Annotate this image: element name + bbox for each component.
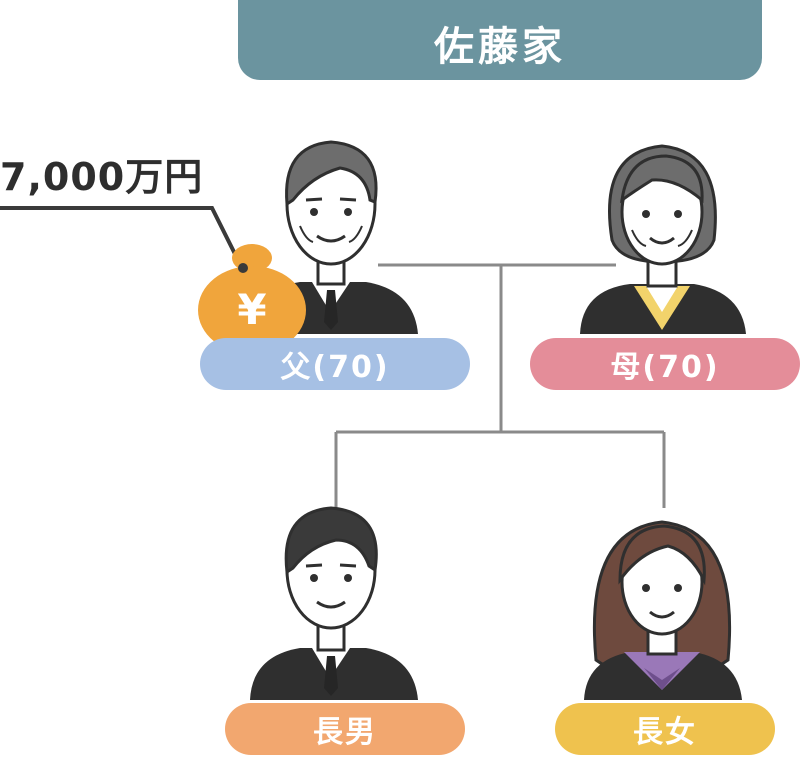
father-label-text: 父(70) [280, 350, 390, 385]
family-title: 佐藤家 [434, 24, 566, 70]
inheritance-amount: 7,000万円 [0, 155, 204, 199]
eldest-son-label: 長男 [225, 703, 465, 755]
mother-figure [580, 144, 746, 334]
father-label: 父(70) [200, 338, 470, 390]
eldest-daughter-figure [584, 520, 742, 700]
mother-label-text: 母(70) [610, 350, 720, 385]
yen-symbol: ¥ [237, 285, 267, 334]
eldest-son-label-text: 長男 [313, 715, 377, 750]
eldest-daughter-label-text: 長女 [633, 715, 697, 750]
mother-label: 母(70) [530, 338, 800, 390]
money-bag-icon [198, 244, 306, 354]
amount-pointer-line [0, 206, 244, 269]
eldest-daughter-label: 長女 [555, 703, 775, 755]
eldest-son-figure [250, 506, 418, 700]
family-title-bar: 佐藤家 [238, 0, 762, 80]
